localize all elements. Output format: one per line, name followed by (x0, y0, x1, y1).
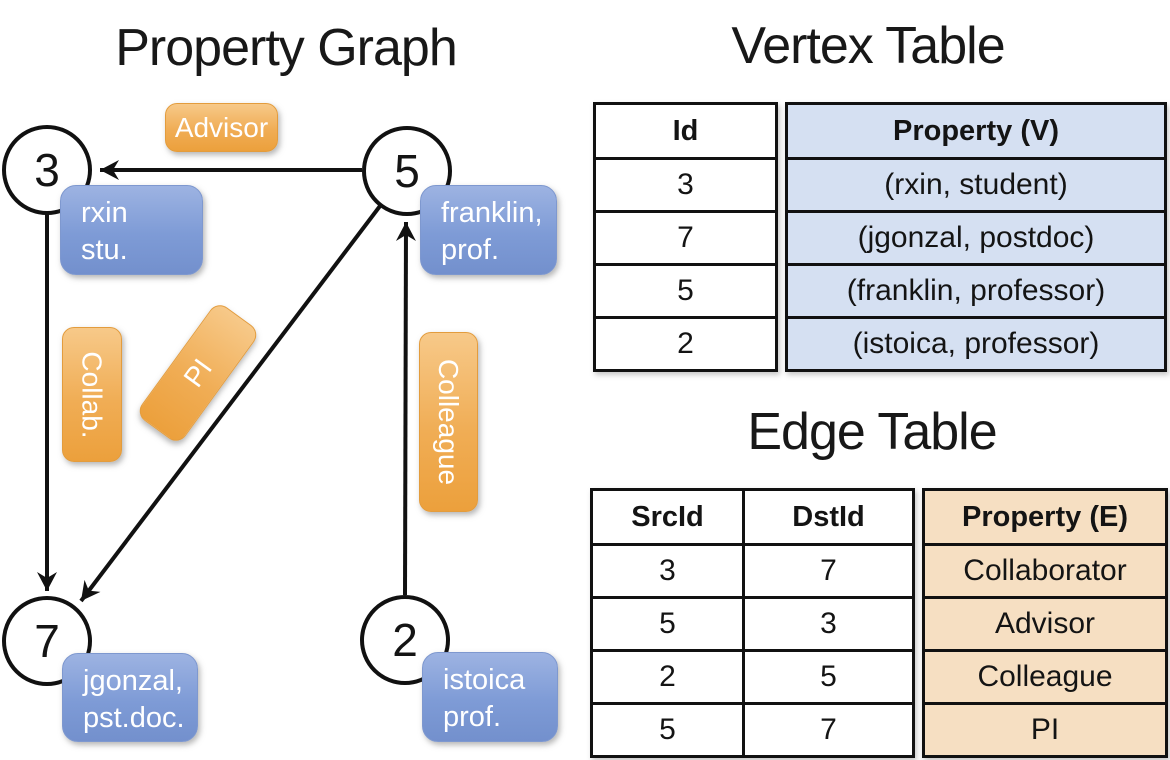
edge-table-cell-property: Colleague (925, 649, 1165, 702)
edge-table-title: Edge Table (747, 403, 997, 461)
edge-table-ids-columns: SrcId DstId 3 7 5 3 2 5 5 7 (590, 488, 915, 758)
node-5-property-box: franklin, prof. (420, 185, 557, 275)
edge-table-cell-dstid: 3 (742, 596, 912, 649)
node-2-property-line2: prof. (443, 701, 502, 733)
vertex-table-cell-property: (franklin, professor) (788, 263, 1164, 316)
vertex-table-header-property: Property (V) (788, 105, 1164, 157)
vertex-table-id-column: Id 3 7 5 2 (593, 102, 778, 372)
edge-label-collab: Collab. (62, 327, 122, 462)
vertex-table-cell-id: 7 (596, 210, 775, 263)
node-2-property-line1: istoica (443, 664, 526, 696)
node-7-property-line1: jgonzal, (83, 665, 183, 697)
edge-table-cell-property: PI (925, 702, 1165, 755)
vertex-table-header-id: Id (672, 115, 699, 147)
node-2-id: 2 (392, 614, 418, 666)
vertex-table-cell-property: (istoica, professor) (788, 316, 1164, 369)
vertex-table-title: Vertex Table (731, 17, 1005, 75)
edge-table-property-column: Property (E) Collaborator Advisor Collea… (922, 488, 1168, 758)
edge-table-cell-property: Advisor (925, 596, 1165, 649)
node-7-property-line2: pst.doc. (83, 702, 185, 734)
node-3-property-line1: rxin (81, 197, 128, 229)
edge-table-cell-srcid: 2 (593, 649, 742, 702)
graph-node-5: 5 (362, 126, 452, 216)
node-7-id: 7 (34, 615, 60, 667)
edge-label-advisor: Advisor (165, 103, 278, 152)
edge-table-header-srcid: SrcId (631, 501, 704, 533)
edge-label-collab-text: Collab. (77, 350, 109, 439)
edge-label-colleague-text: Colleague (433, 358, 465, 486)
edge-label-colleague: Colleague (419, 332, 478, 512)
vertex-table-cell-id: 5 (596, 263, 775, 316)
node-3-id: 3 (34, 144, 60, 196)
vertex-table-property-column: Property (V) (rxin, student) (jgonzal, p… (785, 102, 1167, 372)
vertex-table: Id 3 7 5 2 Property (V) (rxin, student) … (593, 102, 1167, 372)
edge-2-to-5-arrow (395, 221, 416, 596)
graph-node-3: 3 (2, 125, 92, 215)
edge-table-cell-srcid: 3 (593, 543, 742, 596)
edge-table-cell-dstid: 7 (742, 543, 912, 596)
edge-table-cell-srcid: 5 (593, 702, 742, 755)
edge-table-cell-srcid: 5 (593, 596, 742, 649)
node-3-property-line2: stu. (81, 234, 128, 266)
node-5-property-line1: franklin, (441, 197, 543, 229)
edge-label-advisor-text: Advisor (174, 111, 269, 143)
edge-table-cell-property: Collaborator (925, 543, 1165, 596)
node-7-property-box: jgonzal, pst.doc. (62, 653, 198, 742)
node-3-property-box: rxin stu. (60, 185, 203, 275)
node-5-id: 5 (394, 145, 420, 197)
property-graph-title: Property Graph (115, 19, 457, 77)
edge-table-header-property: Property (E) (925, 491, 1165, 543)
edge-label-pi-text: PI (177, 352, 218, 393)
edge-table-cell-dstid: 7 (742, 702, 912, 755)
edge-table: SrcId DstId 3 7 5 3 2 5 5 7 Property (E)… (590, 488, 1168, 758)
vertex-table-cell-id: 3 (596, 157, 775, 210)
node-2-property-box: istoica prof. (422, 652, 558, 742)
vertex-table-cell-property: (rxin, student) (788, 157, 1164, 210)
vertex-table-cell-id: 2 (596, 316, 775, 369)
vertex-table-cell-property: (jgonzal, postdoc) (788, 210, 1164, 263)
node-5-property-line2: prof. (441, 234, 500, 266)
edge-table-cell-dstid: 5 (742, 649, 912, 702)
edge-table-header-dstid: DstId (742, 491, 912, 543)
edge-5-to-7-arrow (79, 204, 382, 603)
